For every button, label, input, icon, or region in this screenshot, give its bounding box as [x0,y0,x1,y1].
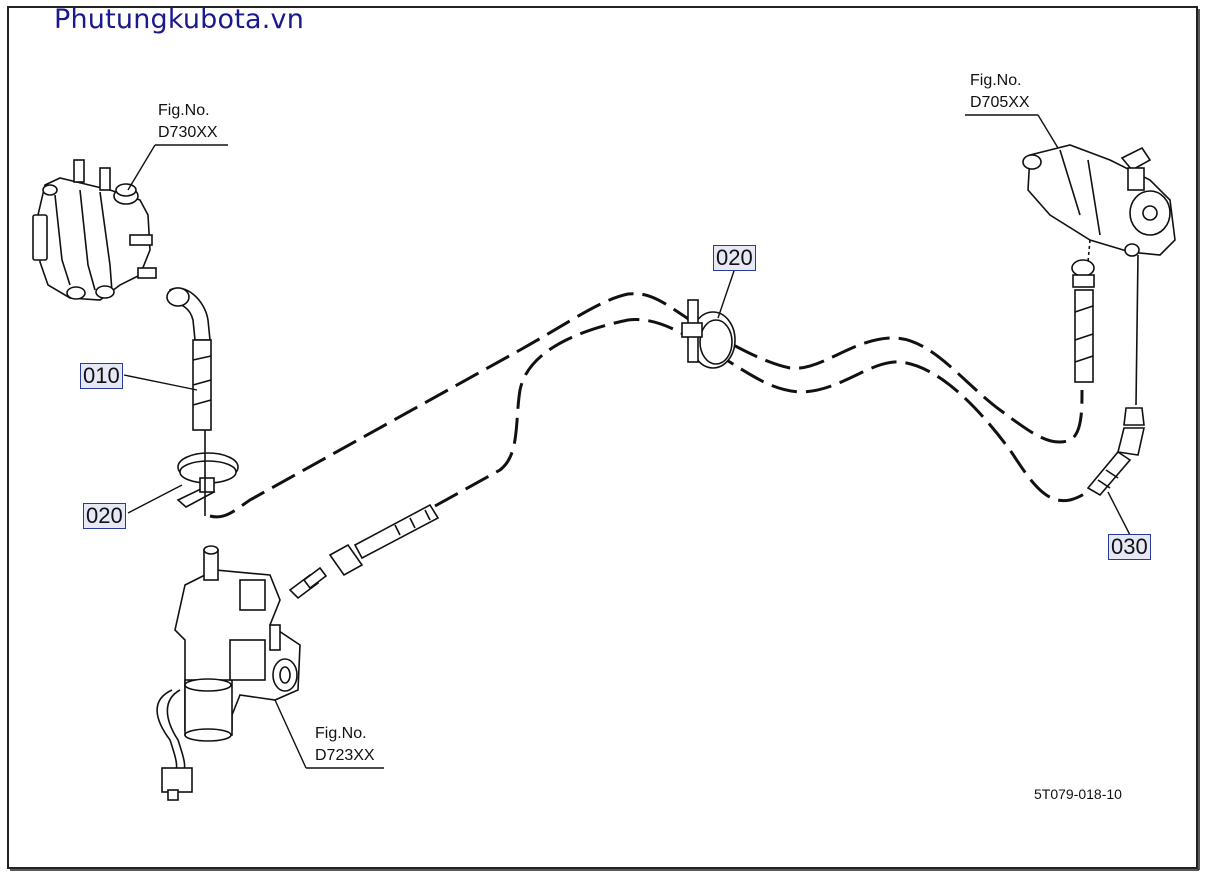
fig-ref-d730: Fig.No. D730XX [158,100,218,144]
fig-ref-d723-label: Fig.No. [315,725,367,742]
valve-block-d730 [32,159,157,301]
cable-tie-020-mid [681,299,736,369]
callout-020-mid[interactable]: 020 [713,245,756,271]
hose-010 [166,287,212,431]
solenoid-d723 [156,545,301,801]
harness-route-upper [209,292,1084,519]
fig-ref-d705-number: D705XX [970,94,1030,111]
fig-ref-d705: Fig.No. D705XX [970,70,1030,114]
fittings-bottom [288,503,440,600]
fig-ref-d730-number: D730XX [158,124,218,141]
drawing-code: 5T079-018-10 [1034,786,1122,802]
fig-ref-d705-label: Fig.No. [970,72,1022,89]
watermark: Phutungkubota.vn [54,4,305,35]
fig-ref-d723-number: D723XX [315,747,375,764]
callout-030[interactable]: 030 [1108,534,1151,560]
fig-ref-d730-label: Fig.No. [158,102,210,119]
harness-route-lower [434,318,1102,508]
leader-lines [123,114,1131,769]
drawing-border [7,6,1198,869]
cable-tie-020-left [176,430,239,516]
pump-d705 [1022,144,1176,257]
hose-right-upper [1071,239,1095,383]
callout-020-left[interactable]: 020 [83,503,126,529]
hose-030 [1086,254,1145,497]
callout-010[interactable]: 010 [80,363,123,389]
fig-ref-d723: Fig.No. D723XX [315,723,375,767]
